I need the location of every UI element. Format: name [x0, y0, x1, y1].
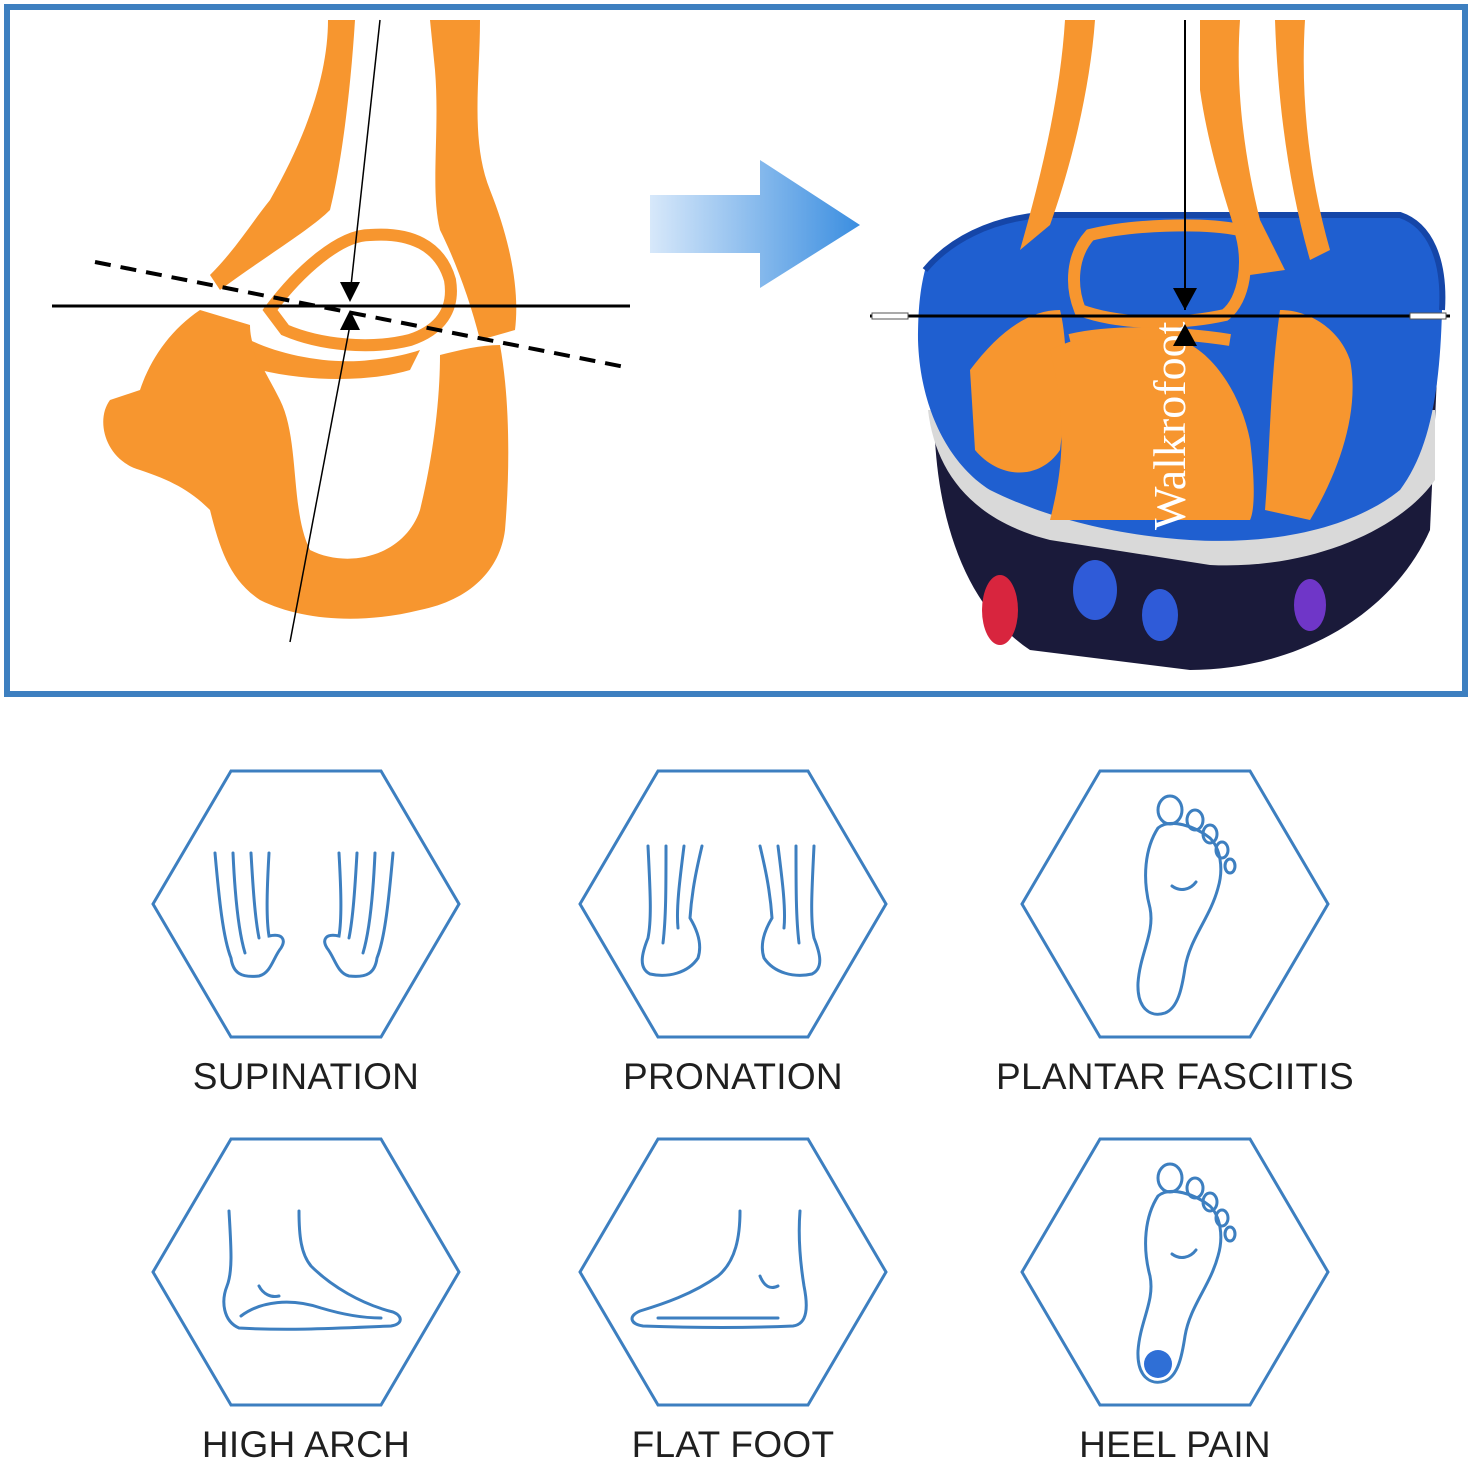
condition-high-arch: HIGH ARCH: [141, 1136, 471, 1465]
improvement-arrow-icon: [650, 160, 860, 288]
condition-plantar-fasciitis: PLANTAR FASCIITIS: [996, 768, 1354, 1097]
ankle-alignment-illustration: Walkrofoot: [52, 19, 1450, 670]
condition-label: PRONATION: [623, 1056, 843, 1097]
conditions-grid: SUPINATION PRONATION: [0, 700, 1478, 1470]
insole-with-aligned-ankle: Walkrofoot: [870, 20, 1450, 670]
condition-label: HIGH ARCH: [201, 1424, 411, 1465]
insole-brand-text: Walkrofoot: [1144, 321, 1195, 530]
before-after-panel: Walkrofoot: [4, 4, 1468, 697]
supination-feet-icon: [151, 769, 461, 1039]
flat-foot-icon: [578, 1137, 888, 1407]
condition-label: FLAT FOOT: [631, 1424, 835, 1465]
condition-label: PLANTAR FASCIITIS: [995, 1056, 1355, 1097]
foot-sole-icon: [1020, 769, 1330, 1039]
condition-supination: SUPINATION: [141, 768, 471, 1097]
high-arch-foot-icon: [151, 1137, 461, 1407]
misaligned-axis-lines: [52, 19, 631, 643]
pronation-feet-icon: [578, 769, 888, 1039]
heel-pain-spot-icon: [1144, 1350, 1172, 1378]
misaligned-ankle-bones: [103, 20, 517, 619]
condition-pronation: PRONATION: [568, 768, 898, 1097]
condition-label: HEEL PAIN: [1079, 1424, 1271, 1465]
condition-label: SUPINATION: [192, 1056, 420, 1097]
condition-flat-foot: FLAT FOOT: [568, 1136, 898, 1465]
condition-heel-pain: HEEL PAIN: [1010, 1136, 1340, 1465]
heel-pain-foot-icon: [1020, 1137, 1330, 1407]
